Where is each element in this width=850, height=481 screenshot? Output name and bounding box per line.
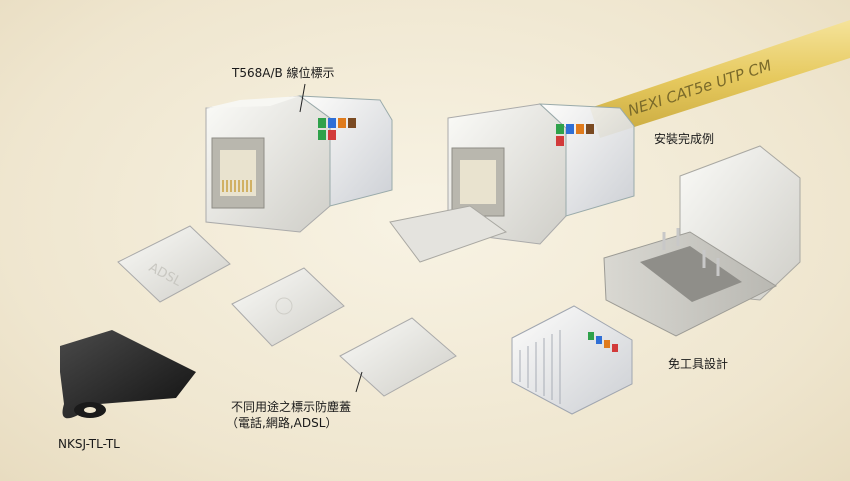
keystone-jack-right <box>389 103 635 263</box>
covers-callout-line <box>355 371 363 393</box>
wiring-callout-line <box>299 83 306 113</box>
toolless-module <box>603 145 801 337</box>
wiring-label: T568A/B 線位標示 <box>232 66 335 80</box>
tool-model-label: NKSJ-TL-TL <box>58 437 120 451</box>
dust-cover-network <box>339 317 457 397</box>
toolless-label: 免工具設計 <box>668 357 729 371</box>
keystone-jack-left <box>205 83 393 233</box>
dust-cover-phone <box>231 267 345 347</box>
dust-covers-sub-label: （電話,網路,ADSL） <box>226 416 338 430</box>
rj45-plug <box>511 305 633 415</box>
termination-tool <box>60 330 196 419</box>
phone-emboss-icon <box>275 297 293 315</box>
install-example-label: 安裝完成例 <box>654 132 715 146</box>
dust-cover-adsl: ADSL <box>117 225 231 303</box>
dust-covers-label: 不同用途之標示防塵蓋 <box>231 400 352 414</box>
open-dust-cover <box>389 205 508 263</box>
